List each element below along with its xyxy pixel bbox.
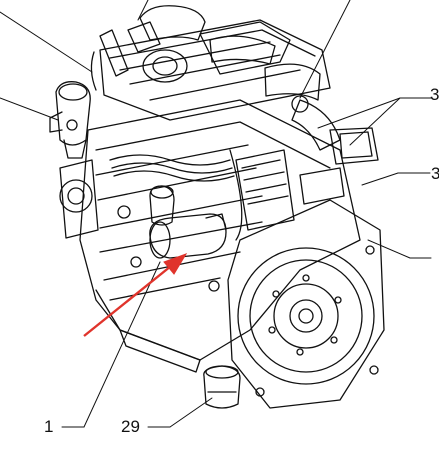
- ecu-bracket: [229, 149, 345, 241]
- turbo-pipework: [90, 5, 379, 165]
- thermostat-housing: [49, 81, 91, 159]
- highlight-arrow: [83, 253, 188, 337]
- rocker-cover: [99, 19, 331, 121]
- engine-mount: [203, 365, 241, 409]
- callout-3-lower: 3: [431, 164, 439, 183]
- callout-29: 29: [121, 417, 140, 436]
- flywheel-housing: [227, 199, 385, 409]
- callout-3-upper: 3: [430, 85, 439, 104]
- callout-1: 1: [44, 417, 54, 436]
- engine-block: [59, 99, 361, 373]
- leader-lines: [0, 0, 433, 428]
